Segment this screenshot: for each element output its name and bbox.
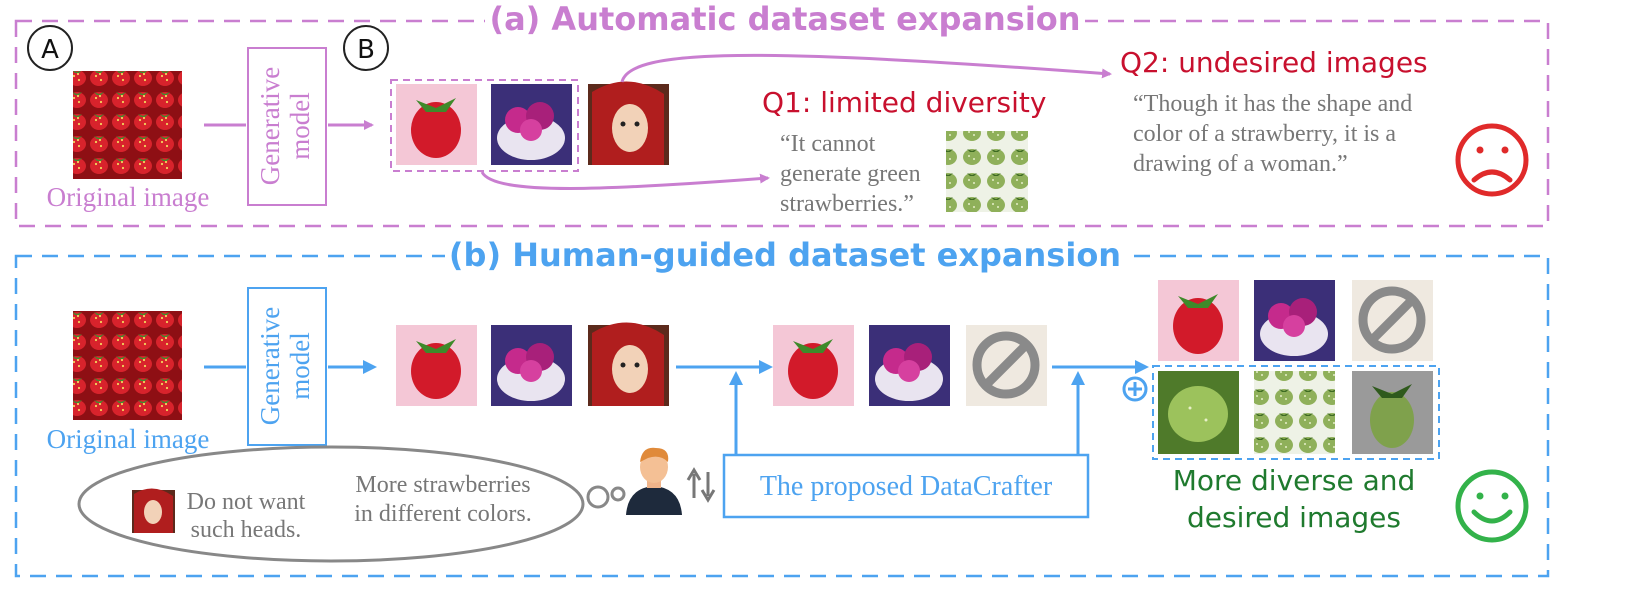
filtered-strawberry-2 xyxy=(869,325,950,406)
model-label-b-line1: Generative xyxy=(255,307,285,425)
feedback-right-line1: More strawberries xyxy=(355,472,530,498)
q1-quote-line3: strawberries.” xyxy=(780,191,914,217)
feedback-right-line2: in different colors. xyxy=(354,501,532,527)
thought-drawing-thumbnail xyxy=(132,488,175,533)
q2-quote-line1: “Though it has the shape and xyxy=(1133,91,1412,117)
original-image-label-a: Original image xyxy=(47,182,210,212)
user-avatar-icon xyxy=(626,447,682,515)
result-green-strawberry-3 xyxy=(1352,371,1433,454)
section-b-title: (b) Human-guided dataset expansion xyxy=(449,236,1121,274)
original-image-label-b: Original image xyxy=(47,424,210,454)
filtered-strawberry-1 xyxy=(773,325,854,406)
marker-a-label: A xyxy=(41,35,59,65)
marker-b-label: B xyxy=(357,35,375,65)
datacrafter-label: The proposed DataCrafter xyxy=(760,471,1053,502)
swap-arrows-icon xyxy=(686,467,716,503)
section-automatic: (a) Automatic dataset expansion A Origin… xyxy=(14,0,1550,228)
generative-model-box-a: Generative model xyxy=(247,47,327,206)
model-label-a-line1: Generative xyxy=(255,67,285,185)
prohibited-icon xyxy=(966,325,1047,406)
result-label-line2: desired images xyxy=(1187,501,1401,534)
section-human-guided: (b) Human-guided dataset expansion Origi… xyxy=(14,236,1550,578)
q2-title: Q2: undesired images xyxy=(1120,46,1428,79)
original-image-a xyxy=(73,71,182,179)
model-label-b-line2: model xyxy=(285,332,315,400)
arrow-to-q2 xyxy=(620,53,1112,83)
generated-group-outline-a xyxy=(390,79,579,172)
result-label-line1: More diverse and xyxy=(1173,464,1416,497)
happy-face-icon xyxy=(1455,469,1529,543)
q2-quote-line2: color of a strawberry, it is a xyxy=(1133,121,1396,147)
original-image-b xyxy=(73,311,182,420)
generated-strawberry-2-a xyxy=(491,84,572,165)
marker-a: A xyxy=(27,25,73,71)
result-green-strawberry-2 xyxy=(1254,371,1335,454)
model-label-a-line2: model xyxy=(285,92,315,160)
feedback-left-line1: Do not want xyxy=(187,489,306,515)
feedback-left-line2: such heads. xyxy=(191,517,302,543)
green-results-outline xyxy=(1152,365,1440,460)
sad-face-icon xyxy=(1455,123,1529,197)
result-strawberry-1 xyxy=(1158,280,1239,361)
generated-strawberry-1-b xyxy=(396,325,477,406)
q1-quote-line2: generate green xyxy=(780,161,921,187)
green-strawberry-example xyxy=(946,131,1028,212)
result-prohibited-icon xyxy=(1352,280,1433,361)
marker-b: B xyxy=(343,25,389,71)
thought-bubble: Do not want such heads. More strawberrie… xyxy=(77,445,626,563)
section-a-title: (a) Automatic dataset expansion xyxy=(489,0,1080,38)
result-strawberry-2 xyxy=(1254,280,1335,361)
plus-circle-icon xyxy=(1122,376,1148,402)
generated-drawing-woman-a xyxy=(588,81,669,165)
datacrafter-box: The proposed DataCrafter xyxy=(722,453,1090,519)
q1-quote-line1: “It cannot xyxy=(780,131,876,157)
q2-quote-line3: drawing of a woman.” xyxy=(1133,151,1348,177)
result-green-strawberry-1 xyxy=(1158,371,1239,454)
generated-strawberry-2-b xyxy=(491,325,572,406)
arrow-to-q1 xyxy=(480,171,770,190)
q1-title: Q1: limited diversity xyxy=(762,86,1046,119)
generative-model-box-b: Generative model xyxy=(247,287,327,446)
generated-drawing-woman-b xyxy=(588,322,669,406)
generated-strawberry-1-a xyxy=(396,84,477,165)
